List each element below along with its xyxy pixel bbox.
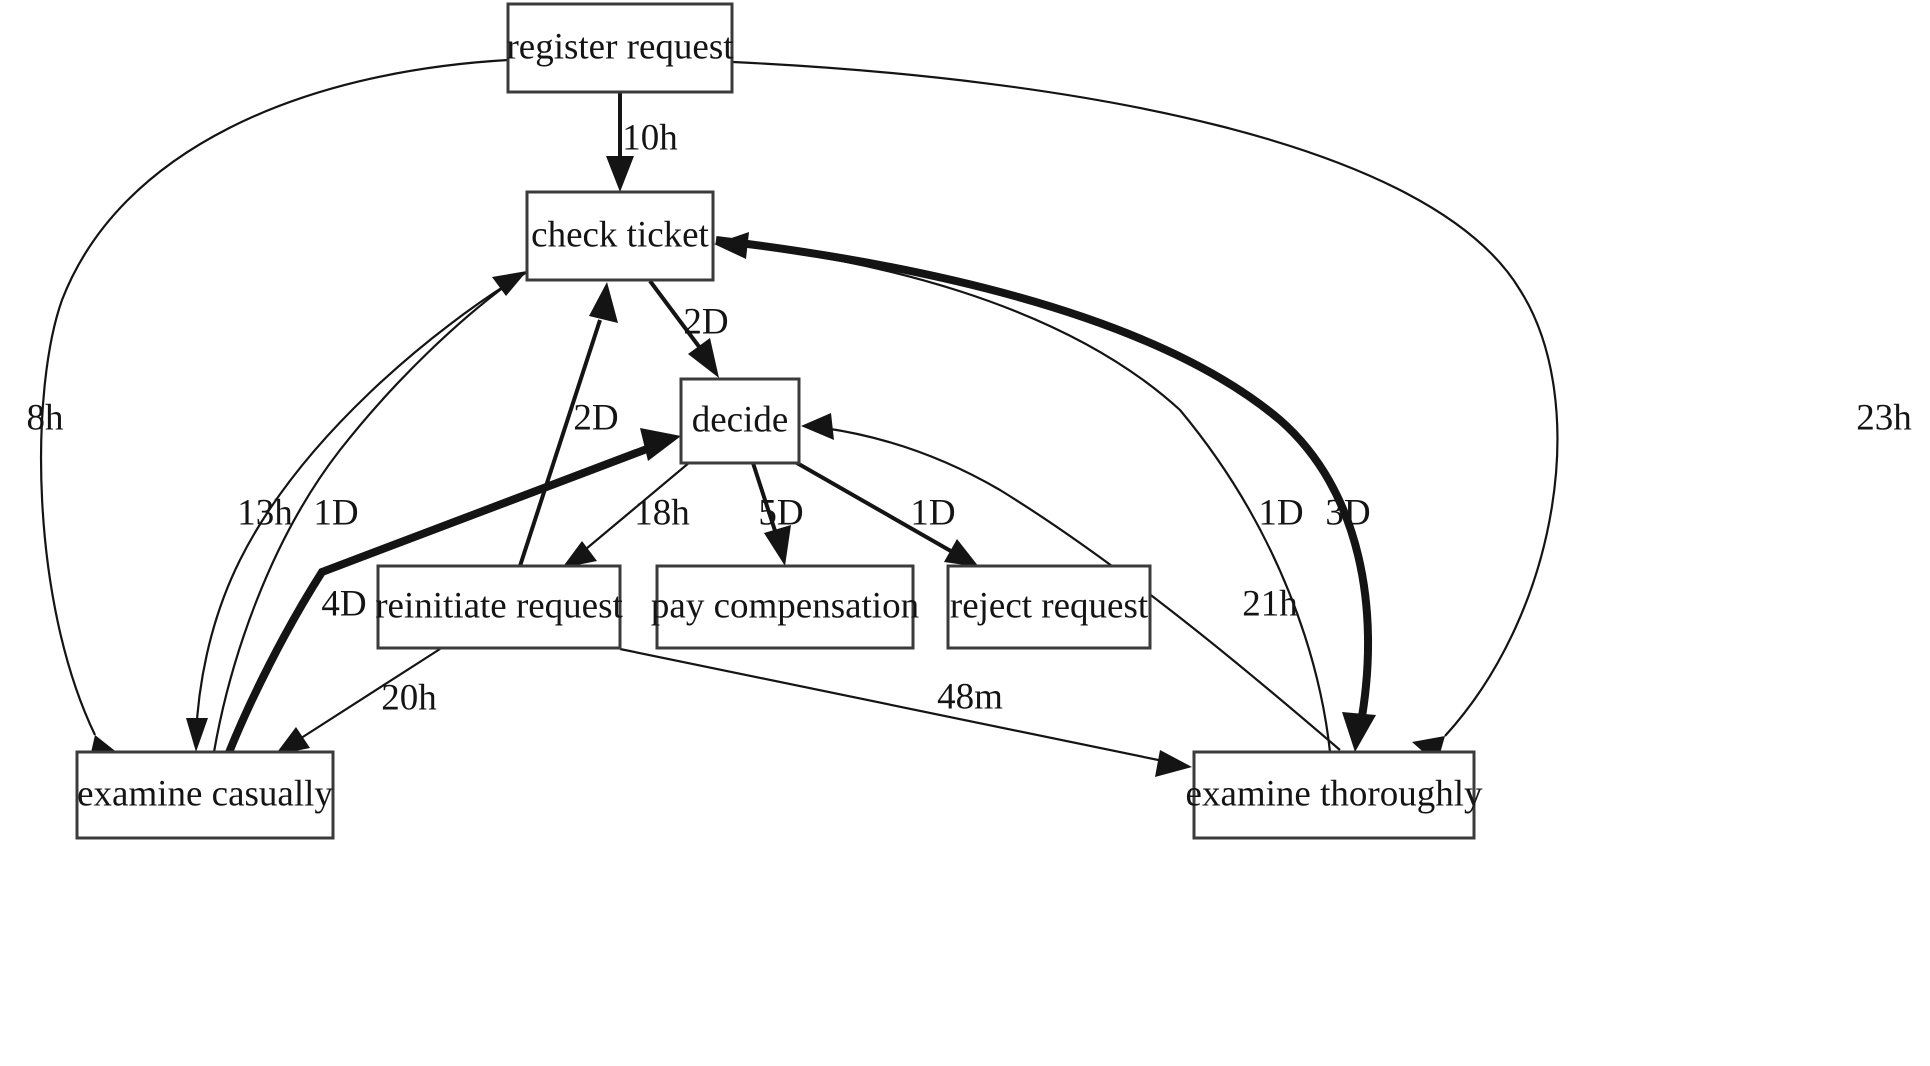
node-examine-casually[interactable]: examine casually bbox=[75, 750, 335, 840]
edge-label-1D-casually-check: 1D bbox=[313, 492, 358, 533]
edge-label-4D: 4D bbox=[321, 583, 366, 624]
edge-label-20h: 20h bbox=[381, 677, 437, 718]
edge-label-layer: 10h 8h 23h 2D 13h 1D 2D 18h 5D 1D 4D 21h… bbox=[27, 117, 1913, 718]
edge-label-18h: 18h bbox=[634, 492, 690, 533]
edge-register-request-to-check-ticket[interactable] bbox=[606, 93, 634, 192]
node-label-decide: decide bbox=[692, 399, 789, 440]
edge-reinitiate-request-to-check-ticket[interactable] bbox=[518, 282, 618, 567]
edge-label-1D-decide-reject: 1D bbox=[910, 492, 955, 533]
edge-examine-casually-to-check-ticket[interactable] bbox=[212, 271, 527, 753]
node-register-request[interactable]: register request bbox=[506, 2, 734, 94]
edge-label-5D: 5D bbox=[758, 492, 803, 533]
node-reject-request[interactable]: reject request bbox=[946, 564, 1152, 650]
edge-register-request-to-examine-thoroughly[interactable] bbox=[732, 60, 1559, 764]
edge-examine-thoroughly-to-check-ticket[interactable] bbox=[714, 232, 1332, 753]
node-label-examine-casually: examine casually bbox=[77, 773, 333, 814]
edge-reinitiate-request-to-examine-casually[interactable] bbox=[275, 648, 441, 755]
node-examine-thoroughly[interactable]: examine thoroughly bbox=[1186, 750, 1483, 840]
edge-examine-casually-to-decide[interactable] bbox=[224, 428, 681, 757]
edge-label-23h: 23h bbox=[1856, 397, 1912, 438]
edge-label-2D-reinit-check: 2D bbox=[573, 397, 618, 438]
node-label-reinitiate-request: reinitiate request bbox=[375, 585, 623, 626]
edge-decide-to-reinitiate-request[interactable] bbox=[562, 461, 691, 568]
node-label-reject-request: reject request bbox=[950, 585, 1149, 626]
node-label-pay-compensation: pay compensation bbox=[651, 585, 919, 626]
node-label-examine-thoroughly: examine thoroughly bbox=[1186, 773, 1483, 814]
edge-check-ticket-to-examine-casually[interactable] bbox=[186, 271, 528, 752]
edge-label-10h: 10h bbox=[622, 117, 678, 158]
edge-label-3D: 3D bbox=[1325, 492, 1370, 533]
node-label-register-request: register request bbox=[506, 26, 734, 67]
edge-layer bbox=[39, 58, 1559, 777]
edge-check-ticket-to-examine-thoroughly[interactable] bbox=[715, 236, 1376, 752]
node-label-check-ticket: check ticket bbox=[531, 214, 709, 255]
edge-label-13h: 13h bbox=[237, 492, 293, 533]
edge-decide-to-reject-request[interactable] bbox=[789, 457, 979, 567]
edge-decide-to-pay-compensation[interactable] bbox=[751, 462, 791, 566]
node-reinitiate-request[interactable]: reinitiate request bbox=[375, 564, 624, 650]
edge-examine-thoroughly-to-decide[interactable] bbox=[801, 413, 1341, 751]
edge-check-ticket-to-decide[interactable] bbox=[648, 279, 719, 378]
edge-reinitiate-request-to-examine-thoroughly[interactable] bbox=[619, 647, 1192, 777]
edge-label-8h: 8h bbox=[27, 397, 65, 438]
node-decide[interactable]: decide bbox=[679, 377, 801, 465]
node-layer: register request check ticket decide rei… bbox=[75, 2, 1483, 840]
node-pay-compensation[interactable]: pay compensation bbox=[651, 564, 919, 650]
node-check-ticket[interactable]: check ticket bbox=[525, 190, 715, 282]
edge-label-2D-check-decide: 2D bbox=[683, 301, 728, 342]
edge-label-21h: 21h bbox=[1242, 583, 1298, 624]
edge-label-1D-thorough-check: 1D bbox=[1258, 492, 1303, 533]
edge-label-48m: 48m bbox=[937, 676, 1003, 717]
